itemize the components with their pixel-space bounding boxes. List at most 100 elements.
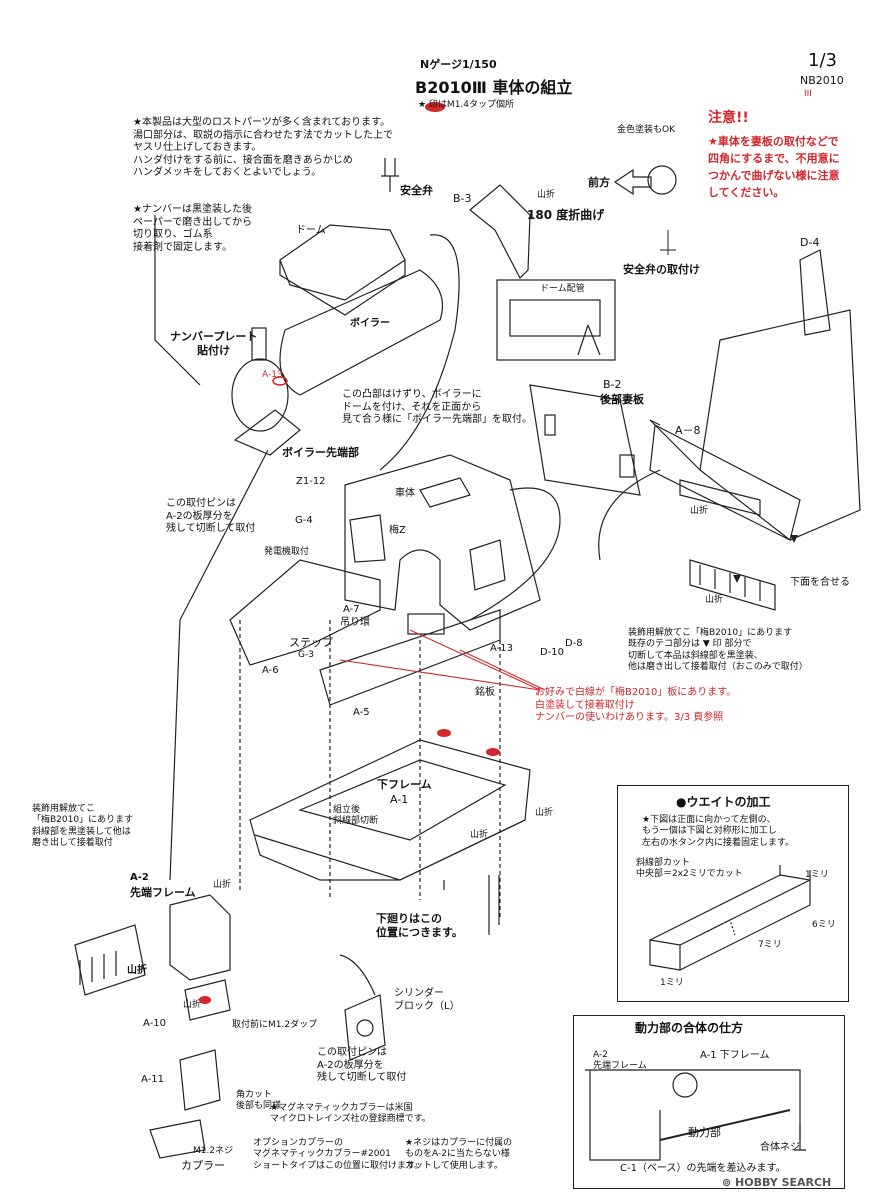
nameplate-label: 銘板	[475, 687, 495, 698]
yamaori-label: 山折	[537, 190, 556, 200]
optional-coupler-note: オプションカプラーの マグネマティックカプラー#2001 ショートタイプはこの位…	[253, 1138, 424, 1171]
power-base-note: C-1（ベース）の先端を差込みます。	[620, 1163, 786, 1174]
weight-box	[617, 785, 849, 1002]
gauge-label: Nゲージ1/150	[420, 58, 497, 71]
decor-note: 装飾用解放てこ「梅B2010」にあります 既存のテコ部分は ▼ 印 部分で 切断…	[628, 628, 808, 672]
yamaori4-label: 山折	[535, 808, 554, 818]
hanger-label: 吊り環	[340, 617, 370, 628]
a1-label: A-1	[390, 793, 409, 806]
b3-label: B-3	[453, 192, 472, 205]
power-a1-label: A-1 下フレーム	[700, 1050, 770, 1061]
number-plate-attach-label: ナンバープレート 貼付け	[170, 330, 258, 357]
cab-body	[344, 454, 541, 631]
d10-label: D-10	[540, 647, 565, 658]
body-label: 車体	[395, 488, 415, 499]
tap-marker-icon	[425, 102, 445, 112]
page-number: 1/3	[808, 50, 837, 71]
front-arrow-icon	[613, 168, 652, 196]
magnematic-note: ★マグネマティックカプラーは米国 マイクロトレインズ社の登録商標です。	[270, 1103, 431, 1125]
a13-label: A-13	[490, 643, 513, 654]
weight-cut-label: 斜線部カット 中央部＝2x2ミリでカット	[636, 858, 743, 880]
boiler-front-label: ボイラー先端部	[282, 446, 359, 459]
power-screw-label: 合体ネジ	[760, 1142, 800, 1153]
lower-frame-label: 下フレーム	[377, 778, 432, 791]
weight-dim7: 7ミリ	[758, 940, 782, 950]
generator-label: 発電機取付	[264, 547, 310, 557]
caution-body: ★車体を妻板の取付などで 四角にするまで、不用意に つかんで曲げない様に注意 し…	[708, 135, 840, 200]
page-title: B2010Ⅲ 車体の組立	[415, 78, 573, 97]
watermark-brand: HOBBY SEARCH	[735, 1176, 832, 1189]
yamaori3-label: 山折	[705, 595, 724, 605]
bend180-label: 180 度折曲げ	[527, 208, 605, 222]
boiler-label: ボイラー	[350, 318, 390, 329]
step-label: ステップ	[289, 636, 333, 649]
pin-note: この取付ピンは A-2の板厚分を 残して切断して取付	[166, 498, 256, 534]
d8-label: D-8	[565, 638, 583, 649]
gold-paint-label: 金色塗装もOK	[617, 125, 675, 135]
boiler-shape	[279, 269, 444, 396]
intro-note: ★本製品は大型のロストパーツが多く含まれております。 湯口部分は、取説の指示に合…	[133, 117, 393, 178]
z1-12-label: Z1-12	[296, 476, 326, 487]
number-plate-note: ★ナンバーは黒塗装した後 ペーパーで磨き出してから 切り取り、ゴム系 接着剤で固…	[133, 204, 252, 253]
corner-cut-label: 角カット 後部も同様	[236, 1090, 282, 1112]
b2-panel	[529, 384, 641, 496]
b3-panel	[469, 184, 531, 280]
dome-label: ドーム	[296, 225, 326, 236]
lower-frame-a1	[249, 739, 531, 881]
g4-label: G-4	[295, 515, 313, 526]
m12-screw-label: M1.2ネジ	[193, 1146, 234, 1156]
power-label: 動力部	[688, 1126, 721, 1139]
rear-wall-label: 後部妻板	[600, 393, 644, 406]
weight-box-desc: ★下図は正面に向かって左側の、 もう一個は下図と対称形に加工し 左右の水タンク内…	[642, 815, 795, 848]
cylinder-label: シリンダー ブロック（L）	[394, 988, 460, 1012]
safety-valve-label: 安全弁	[400, 184, 433, 197]
front-label: 前方	[588, 176, 610, 189]
a7-label: A-7	[343, 604, 360, 615]
weight-dim1: 1ミリ	[805, 870, 829, 880]
yamaori5-label: 山折	[470, 830, 489, 840]
lower-note: 下廻りはこの 位置につきます。	[376, 912, 463, 939]
d4-label: D-4	[800, 236, 820, 249]
a8-label: A－8	[675, 424, 701, 437]
tap-m12-label: 取付前にM1.2ダップ	[232, 1020, 318, 1030]
side-plate-a6	[229, 559, 381, 666]
pin-note2: この取付ピンは A-2の板厚分を 残して切断して取付	[317, 1047, 407, 1083]
cylinder-block	[344, 994, 386, 1061]
tap-note: ★ 印はM1.4タップ個所	[418, 100, 515, 110]
safety-valve-mount-label: 安全弁の取付け	[623, 263, 700, 276]
screw-note: ★ネジはカプラーに付属の ものをA-2に当たらない様 カットして使用します。	[405, 1138, 513, 1171]
a10-label: A-10	[143, 1018, 166, 1029]
red-note: お好みで白線が「梅B2010」板にあります。 白塗装して接着取付け ナンバーの使…	[535, 687, 737, 723]
dome-position-label: ドーム配管	[540, 284, 585, 294]
weight-box-title: ●ウエイトの加工	[676, 795, 771, 809]
coupler-label: カプラー	[181, 1159, 225, 1172]
front-frame-a2	[169, 894, 231, 981]
yamaori8-label: 山折	[183, 1000, 202, 1010]
power-box-title: 動力部の合体の仕方	[635, 1021, 744, 1035]
a11-label: A-11	[141, 1074, 164, 1085]
a6-label: A-6	[262, 665, 279, 676]
a13-top-label: A-13	[262, 370, 283, 380]
boiler-note: この凸部はけずり、ボイラーに ドームを付け、それを正面から 見て合う様に「ボイラ…	[342, 389, 532, 425]
a2-label: A-2	[130, 872, 149, 883]
safety-valve-icon	[381, 158, 399, 192]
watermark-logo-icon: ⊚	[722, 1176, 736, 1189]
b2-label: B-2	[603, 378, 622, 391]
front-frame-label: 先端フレーム	[130, 886, 196, 899]
a5-label: A-5	[353, 707, 370, 718]
caution-title: 注意!!	[708, 110, 749, 126]
power-box	[573, 1015, 845, 1189]
ume-label: 梅Z	[389, 525, 406, 536]
coupler-a11	[179, 1049, 221, 1111]
left-decor-note: 装飾用解放てこ 「梅B2010」にあります 斜線部を黒塗装して他は 磨き出して接…	[32, 804, 134, 848]
weight-dim6: 6ミリ	[812, 920, 836, 930]
yamaori7-label: 山折	[127, 965, 147, 976]
weight-dim1b: 1ミリ	[660, 978, 684, 988]
g3-label: G-3	[298, 650, 314, 660]
assembly-label: 組立後 斜線部切断	[333, 805, 379, 827]
product-code-sub: III	[804, 89, 812, 99]
power-a2-label: A-2 先端フレーム	[593, 1050, 647, 1072]
yamaori6-label: 山折	[213, 880, 232, 890]
yamaori2-label: 山折	[690, 506, 709, 516]
